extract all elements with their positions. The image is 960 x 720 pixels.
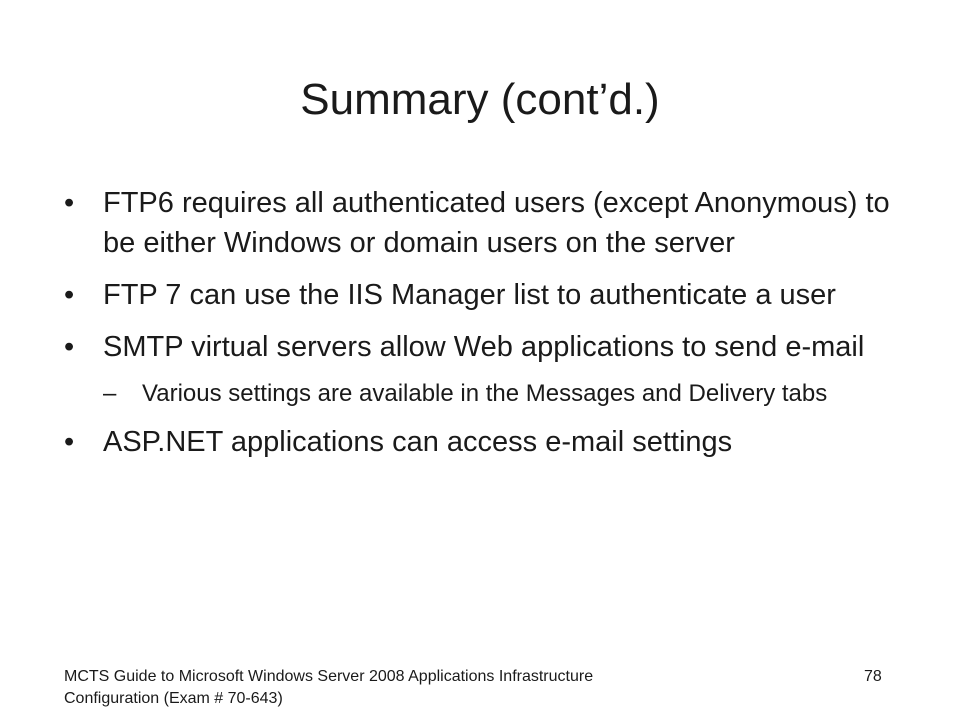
slide-title: Summary (cont’d.) <box>300 75 660 124</box>
bullet-glyph: • <box>64 426 75 458</box>
bullet-item: • SMTP virtual servers allow Web applica… <box>64 327 904 410</box>
bullet-glyph: • <box>64 279 75 311</box>
bullet-item: • FTP6 requires all authenticated users … <box>64 183 904 263</box>
bullet-text: SMTP virtual servers allow Web applicati… <box>103 331 865 363</box>
sub-bullet-glyph: – <box>103 380 117 407</box>
page-number: 78 <box>864 668 882 685</box>
sub-bullet-text: Various settings are available in the Me… <box>142 380 828 407</box>
sub-bullet-item: – Various settings are available in the … <box>103 377 904 410</box>
bullet-glyph: • <box>64 187 75 219</box>
bullet-item: • FTP 7 can use the IIS Manager list to … <box>64 275 904 315</box>
bullet-text: ASP.NET applications can access e-mail s… <box>103 426 733 458</box>
bullet-list: • FTP6 requires all authenticated users … <box>64 183 904 474</box>
sub-bullet-list: – Various settings are available in the … <box>103 377 904 410</box>
bullet-text: FTP 7 can use the IIS Manager list to au… <box>103 279 836 311</box>
bullet-text: FTP6 requires all authenticated users (e… <box>103 187 890 259</box>
bullet-glyph: • <box>64 331 75 363</box>
bullet-item: • ASP.NET applications can access e-mail… <box>64 422 904 462</box>
footer-text: MCTS Guide to Microsoft Windows Server 2… <box>64 668 594 707</box>
